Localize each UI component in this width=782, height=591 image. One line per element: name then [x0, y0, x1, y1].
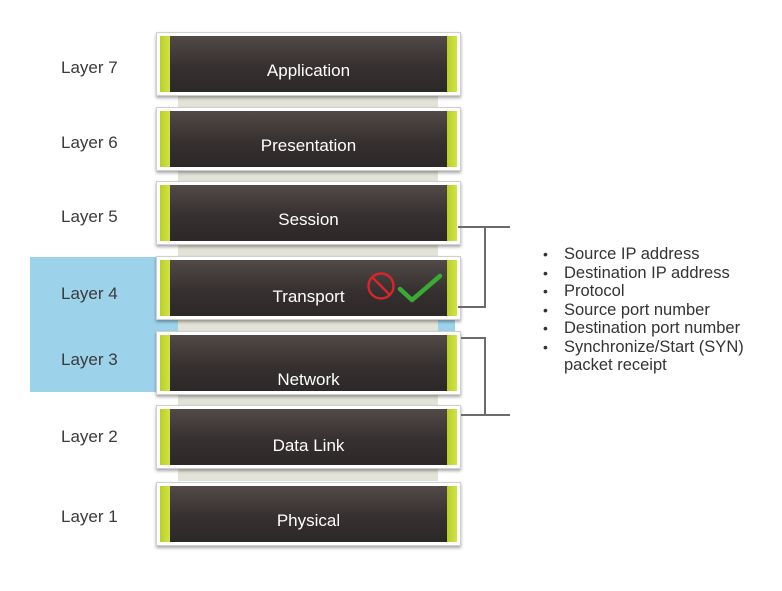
accent-stripe — [447, 36, 457, 92]
presentation-layer-name: Presentation — [260, 136, 357, 155]
list-item: Source IP address — [543, 245, 774, 264]
transport-bracket — [458, 226, 486, 308]
stack-connector — [178, 95, 438, 107]
network-bracket-tick — [484, 414, 510, 416]
accent-stripe — [160, 36, 170, 92]
accent-stripe — [160, 111, 170, 167]
check-mark-icon — [397, 272, 443, 309]
list-item: Synchronize/Start (SYN) packet receipt — [543, 338, 774, 375]
accent-stripe — [447, 260, 457, 316]
transport-layer-box: Transport — [156, 256, 461, 320]
session-layer-name: Session — [278, 210, 339, 229]
physical-layer-name: Physical — [276, 511, 341, 530]
data-link-layer-box: Data Link — [156, 405, 461, 469]
accent-stripe — [447, 185, 457, 241]
stack-connector — [178, 170, 438, 182]
data-link-layer-name: Data Link — [272, 436, 345, 455]
list-item: Source port number — [543, 301, 774, 320]
stack-connector — [178, 469, 438, 481]
layer-box-body: Session — [160, 185, 457, 241]
layer-5-label: Layer 5 — [61, 207, 118, 226]
network-layer-box: Network — [156, 331, 461, 395]
stack-connector — [178, 393, 438, 405]
layer-box-body: Network — [160, 335, 457, 391]
transport-layer-name: Transport — [272, 287, 345, 306]
layer-box-body: Presentation — [160, 111, 457, 167]
accent-stripe — [160, 260, 170, 316]
accent-stripe — [160, 185, 170, 241]
physical-layer-box: Physical — [156, 482, 461, 546]
network-layer-name: Network — [277, 370, 340, 389]
accent-stripe — [447, 335, 457, 391]
accent-stripe — [447, 409, 457, 465]
layer-7-label: Layer 7 — [61, 58, 118, 77]
presentation-layer-box: Presentation — [156, 107, 461, 171]
layer-box-body: Application — [160, 36, 457, 92]
accent-stripe — [447, 486, 457, 542]
layer-box-body: Data Link — [160, 409, 457, 465]
layer-2-label: Layer 2 — [61, 427, 118, 446]
stack-connector — [178, 244, 438, 256]
layer-box-body: Transport — [160, 260, 457, 316]
application-layer-box: Application — [156, 32, 461, 96]
stack-connector — [178, 319, 438, 331]
layer-6-label: Layer 6 — [61, 133, 118, 152]
accent-stripe — [160, 486, 170, 542]
accent-stripe — [447, 111, 457, 167]
list-item: Protocol — [543, 282, 774, 301]
list-item: Destination port number — [543, 319, 774, 338]
layer-3-label: Layer 3 — [61, 350, 118, 369]
accent-stripe — [160, 409, 170, 465]
layer-1-label: Layer 1 — [61, 507, 118, 526]
list-item: Destination IP address — [543, 264, 774, 283]
network-bracket — [461, 337, 486, 416]
layer-4-label: Layer 4 — [61, 284, 118, 303]
application-layer-name: Application — [266, 61, 351, 80]
transport-bracket-tick — [484, 226, 510, 228]
prohibited-icon — [366, 271, 396, 306]
inspection-criteria-list: Source IP address Destination IP address… — [543, 245, 774, 375]
layer-box-body: Physical — [160, 486, 457, 542]
accent-stripe — [160, 335, 170, 391]
session-layer-box: Session — [156, 181, 461, 245]
